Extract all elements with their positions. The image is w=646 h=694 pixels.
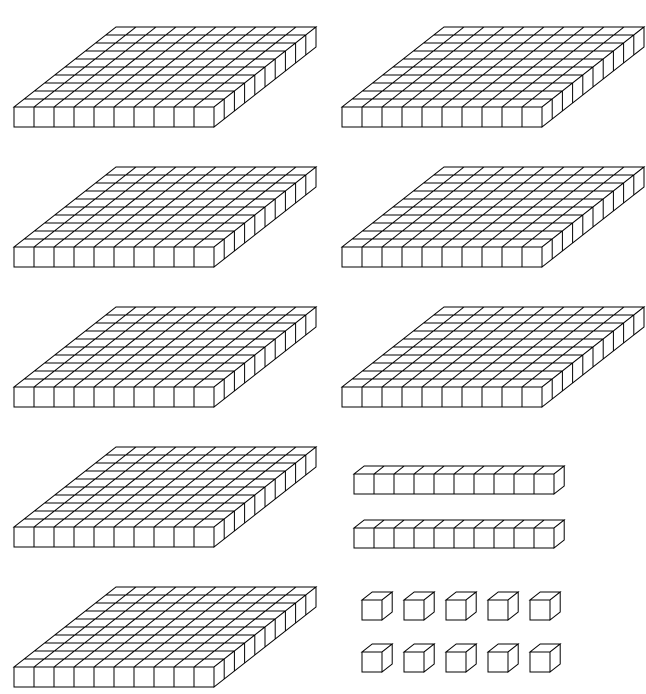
- front-face: [530, 652, 550, 672]
- hundred-flat: [14, 167, 316, 267]
- front-face: [488, 652, 508, 672]
- one-unit: [404, 592, 434, 620]
- hundred-flat: [14, 307, 316, 407]
- one-unit: [488, 592, 518, 620]
- one-unit: [404, 644, 434, 672]
- front-face: [488, 600, 508, 620]
- hundred-flat: [342, 167, 644, 267]
- front-face: [446, 652, 466, 672]
- front-face: [530, 600, 550, 620]
- front-face: [404, 652, 424, 672]
- hundred-flat: [342, 27, 644, 127]
- one-unit: [530, 644, 560, 672]
- front-face: [362, 652, 382, 672]
- one-unit: [446, 592, 476, 620]
- hundred-flat: [14, 587, 316, 687]
- one-unit: [446, 644, 476, 672]
- front-face: [362, 600, 382, 620]
- ten-rod: [354, 466, 564, 494]
- one-unit: [362, 644, 392, 672]
- one-unit: [530, 592, 560, 620]
- one-unit: [488, 644, 518, 672]
- one-unit: [362, 592, 392, 620]
- hundreds-flats-group: [14, 27, 644, 687]
- hundred-flat: [14, 447, 316, 547]
- front-face: [446, 600, 466, 620]
- hundred-flat: [14, 27, 316, 127]
- tens-rods-group: [354, 466, 564, 548]
- ones-units-group: [362, 592, 560, 672]
- hundred-flat: [342, 307, 644, 407]
- ten-rod: [354, 520, 564, 548]
- front-face: [404, 600, 424, 620]
